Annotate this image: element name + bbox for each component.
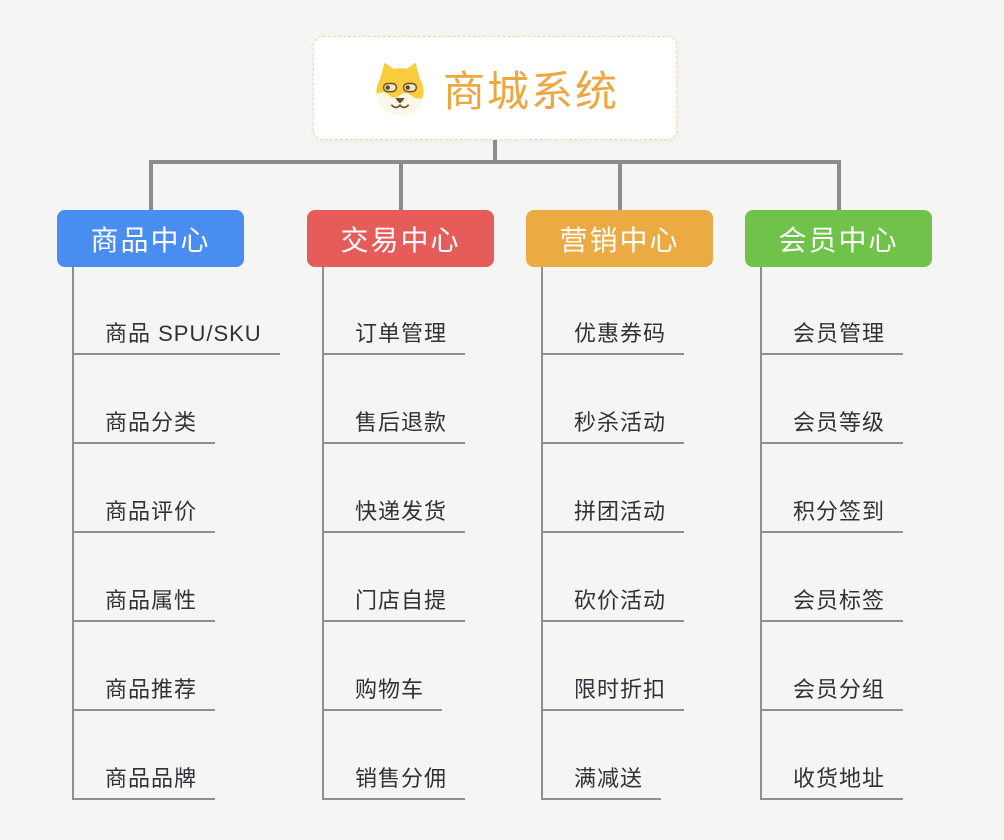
- branch-label: 营销中心: [559, 224, 680, 256]
- leaf-node[interactable]: 商品 SPU/SKU: [72, 320, 280, 355]
- leaf-row: 商品评价: [72, 444, 280, 533]
- branch-label: 商品中心: [90, 224, 211, 256]
- leaf-node[interactable]: 商品推荐: [72, 676, 216, 711]
- leaf-node[interactable]: 拼团活动: [541, 498, 685, 533]
- connector-horizontal-bar: [149, 160, 839, 164]
- branch-spine: [541, 267, 543, 800]
- leaf-row: 商品 SPU/SKU: [72, 266, 280, 355]
- leaf-node[interactable]: 会员等级: [760, 409, 904, 444]
- leaf-node[interactable]: 满减送: [541, 765, 662, 800]
- leaf-node[interactable]: 售后退款: [322, 409, 466, 444]
- branch-leaf-list: 商品 SPU/SKU 商品分类商品评价商品属性商品推荐商品品牌: [72, 266, 280, 800]
- branch-spine: [760, 267, 762, 800]
- branch-connector-drop: [836, 160, 841, 210]
- branch-leaf-list: 会员管理会员等级积分签到会员标签会员分组收货地址: [760, 266, 904, 800]
- leaf-row: 满减送: [541, 711, 684, 800]
- leaf-row: 收货地址: [760, 711, 904, 800]
- branch-connector-drop: [617, 160, 622, 210]
- leaf-node[interactable]: 收货地址: [760, 765, 904, 800]
- leaf-node[interactable]: 积分签到: [760, 498, 904, 533]
- leaf-row: 销售分佣: [322, 711, 466, 800]
- leaf-row: 拼团活动: [541, 444, 685, 533]
- leaf-row: 商品推荐: [72, 622, 280, 711]
- leaf-row: 会员管理: [760, 266, 904, 355]
- leaf-row: 积分签到: [760, 444, 904, 533]
- leaf-node[interactable]: 商品属性: [72, 587, 216, 622]
- leaf-row: 砍价活动: [541, 533, 685, 622]
- leaf-row: 会员分组: [760, 622, 904, 711]
- root-title: 商城系统: [442, 67, 619, 115]
- branch-label: 会员中心: [778, 224, 899, 256]
- leaf-row: 优惠券码: [541, 266, 685, 355]
- leaf-row: 会员等级: [760, 355, 904, 444]
- branch-label: 交易中心: [340, 224, 461, 256]
- leaf-node[interactable]: 会员分组: [760, 676, 904, 711]
- leaf-row: 商品品牌: [72, 711, 280, 800]
- branch-box-0[interactable]: 商品中心: [57, 210, 244, 267]
- leaf-node[interactable]: 商品品牌: [72, 765, 216, 800]
- branch-box-3[interactable]: 会员中心: [745, 210, 932, 267]
- leaf-node[interactable]: 秒杀活动: [541, 409, 685, 444]
- leaf-row: 商品属性: [72, 533, 280, 622]
- leaf-node[interactable]: 会员管理: [760, 320, 904, 355]
- leaf-node[interactable]: 门店自提: [322, 587, 466, 622]
- leaf-node[interactable]: 优惠券码: [541, 320, 685, 355]
- leaf-node[interactable]: 购物车: [322, 676, 443, 711]
- leaf-node[interactable]: 销售分佣: [322, 765, 466, 800]
- leaf-node[interactable]: 快递发货: [322, 498, 466, 533]
- leaf-node[interactable]: 砍价活动: [541, 587, 685, 622]
- leaf-row: 售后退款: [322, 355, 466, 444]
- leaf-row: 购物车: [322, 622, 465, 711]
- branch-box-1[interactable]: 交易中心: [307, 210, 494, 267]
- leaf-row: 会员标签: [760, 533, 904, 622]
- connector-root-stem: [493, 140, 497, 162]
- root-node[interactable]: 商城系统: [313, 36, 677, 140]
- leaf-row: 秒杀活动: [541, 355, 685, 444]
- branch-box-2[interactable]: 营销中心: [526, 210, 713, 267]
- leaf-row: 订单管理: [322, 266, 466, 355]
- leaf-row: 门店自提: [322, 533, 466, 622]
- branch-connector-drop: [148, 160, 153, 210]
- dog-face-icon: [371, 59, 429, 117]
- branch-spine: [322, 267, 324, 800]
- leaf-row: 商品分类: [72, 355, 280, 444]
- leaf-node[interactable]: 会员标签: [760, 587, 904, 622]
- branch-connector-drop: [398, 160, 403, 210]
- leaf-node[interactable]: 限时折扣: [541, 676, 685, 711]
- leaf-row: 快递发货: [322, 444, 466, 533]
- branch-spine: [72, 267, 74, 800]
- branch-leaf-list: 订单管理售后退款快递发货门店自提购物车销售分佣: [322, 266, 466, 800]
- leaf-node[interactable]: 商品分类: [72, 409, 216, 444]
- leaf-node[interactable]: 订单管理: [322, 320, 466, 355]
- leaf-node[interactable]: 商品评价: [72, 498, 216, 533]
- branch-leaf-list: 优惠券码秒杀活动拼团活动砍价活动限时折扣满减送: [541, 266, 685, 800]
- leaf-row: 限时折扣: [541, 622, 685, 711]
